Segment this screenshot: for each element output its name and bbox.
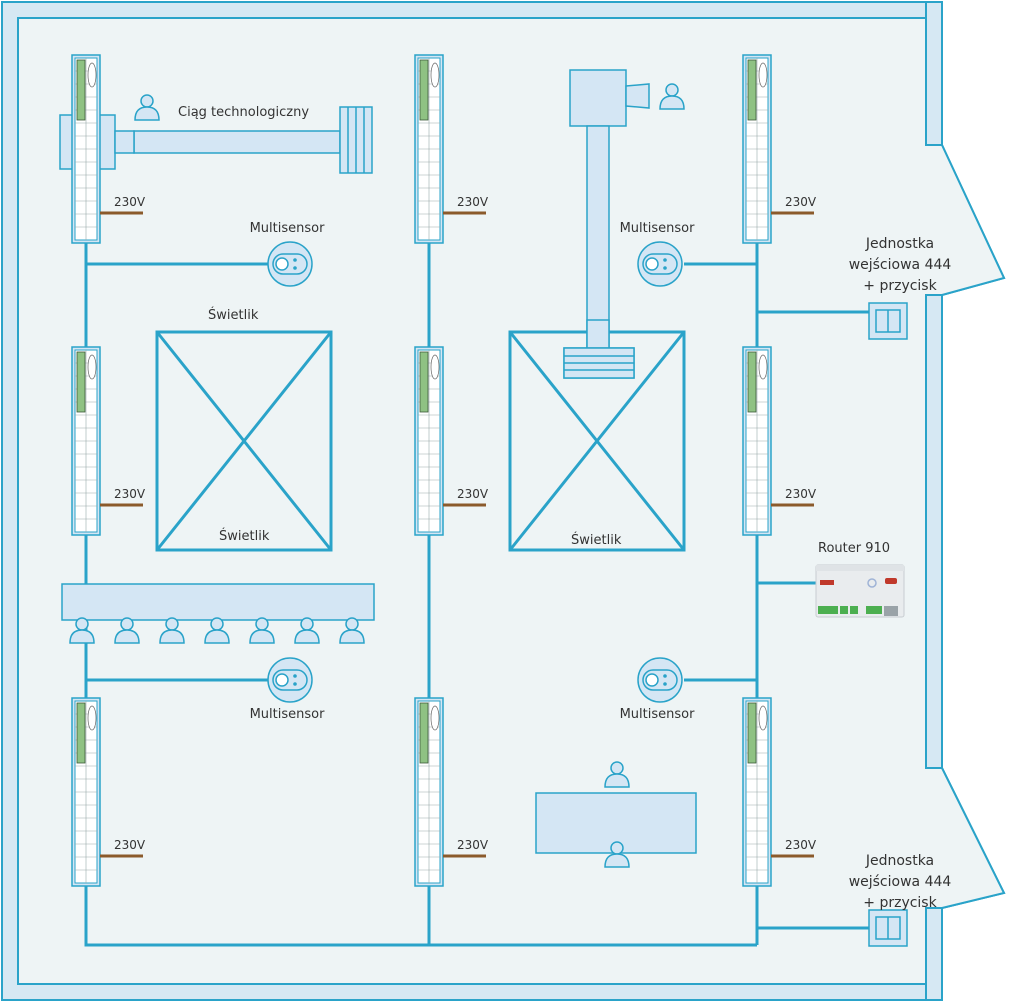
person-icon — [604, 841, 630, 868]
input-unit-bottom-label-1: Jednostka — [865, 853, 934, 869]
luminaire-L9[interactable]: 230V — [742, 697, 817, 887]
ballast — [747, 702, 757, 764]
driver-label-icon — [430, 354, 440, 380]
power-label: 230V — [785, 838, 817, 852]
luminaire-L5[interactable]: 230V — [414, 346, 489, 536]
driver-label-icon — [87, 62, 97, 88]
power-label: 230V — [785, 195, 817, 209]
multisensor-MS4[interactable] — [637, 657, 683, 703]
skylight-1 — [155, 330, 333, 552]
person-icon — [204, 617, 230, 644]
wall-segment — [925, 1, 943, 146]
multisensor-MS3[interactable] — [267, 657, 313, 703]
ballast — [747, 351, 757, 413]
luminaire-L2[interactable]: 230V — [71, 346, 146, 536]
power-label: 230V — [114, 487, 146, 501]
luminaire-L4[interactable]: 230V — [414, 54, 489, 244]
ballast — [76, 59, 86, 121]
input-unit-bottom[interactable] — [868, 909, 908, 947]
input-unit-top-label-3: + przycisk — [863, 278, 937, 294]
driver-label-icon — [430, 705, 440, 731]
person-icon — [604, 761, 630, 788]
bus-wiring — [84, 242, 869, 947]
person-icon — [134, 94, 160, 121]
input-unit-bottom-label-3: + przycisk — [863, 895, 937, 911]
power-label: 230V — [457, 838, 489, 852]
multisensor-MS1[interactable] — [267, 241, 313, 287]
multisensor-label: Multisensor — [250, 221, 326, 236]
luminaire-L6[interactable]: 230V — [414, 697, 489, 887]
input-unit-top-label-1: Jednostka — [865, 236, 934, 252]
power-label: 230V — [785, 487, 817, 501]
person-icon — [249, 617, 275, 644]
wall-segment — [925, 294, 943, 769]
multisensor-label: Multisensor — [250, 707, 326, 722]
router-label: Router 910 — [818, 541, 890, 556]
power-label: 230V — [114, 195, 146, 209]
luminaire-L3[interactable]: 230V — [71, 697, 146, 887]
luminaire-L7[interactable]: 230V — [742, 54, 817, 244]
person-icon — [294, 617, 320, 644]
power-label: 230V — [114, 838, 146, 852]
driver-label-icon — [758, 354, 768, 380]
person-icon — [69, 617, 95, 644]
workbench-people — [69, 617, 365, 644]
luminaire-L8[interactable]: 230V — [742, 346, 817, 536]
luminaire-L1[interactable]: 230V — [71, 54, 146, 244]
ballast — [419, 702, 429, 764]
ventilation-diffuser — [563, 319, 635, 379]
ballast — [76, 702, 86, 764]
ballast — [747, 59, 757, 121]
workbench — [61, 583, 375, 621]
process-line-label: Ciąg technologiczny — [178, 105, 309, 120]
skylight-2-label-bottom: Świetlik — [571, 532, 622, 548]
power-label: 230V — [457, 195, 489, 209]
power-label: 230V — [457, 487, 489, 501]
process-line-machine — [59, 106, 373, 174]
input-unit-bottom-label-2: wejściowa 444 — [849, 874, 952, 890]
person-icon — [159, 617, 185, 644]
ballast — [419, 351, 429, 413]
driver-label-icon — [758, 705, 768, 731]
person-icon — [659, 83, 685, 110]
driver-label-icon — [758, 62, 768, 88]
multisensor-label: Multisensor — [620, 221, 696, 236]
skylight-1-label-top: Świetlik — [208, 307, 259, 323]
person-icon — [339, 617, 365, 644]
driver-label-icon — [87, 705, 97, 731]
bus-wire — [84, 886, 757, 947]
skylight-1-label-bottom: Świetlik — [219, 528, 270, 544]
router-910[interactable] — [815, 564, 905, 618]
multisensor-MS2[interactable] — [637, 241, 683, 287]
driver-label-icon — [87, 354, 97, 380]
input-unit-top[interactable] — [868, 302, 908, 340]
ballast — [76, 351, 86, 413]
input-unit-top-label-2: wejściowa 444 — [849, 257, 952, 273]
person-icon — [114, 617, 140, 644]
wall-segment — [925, 907, 943, 1001]
multisensor-label: Multisensor — [620, 707, 696, 722]
ballast — [419, 59, 429, 121]
driver-label-icon — [430, 62, 440, 88]
